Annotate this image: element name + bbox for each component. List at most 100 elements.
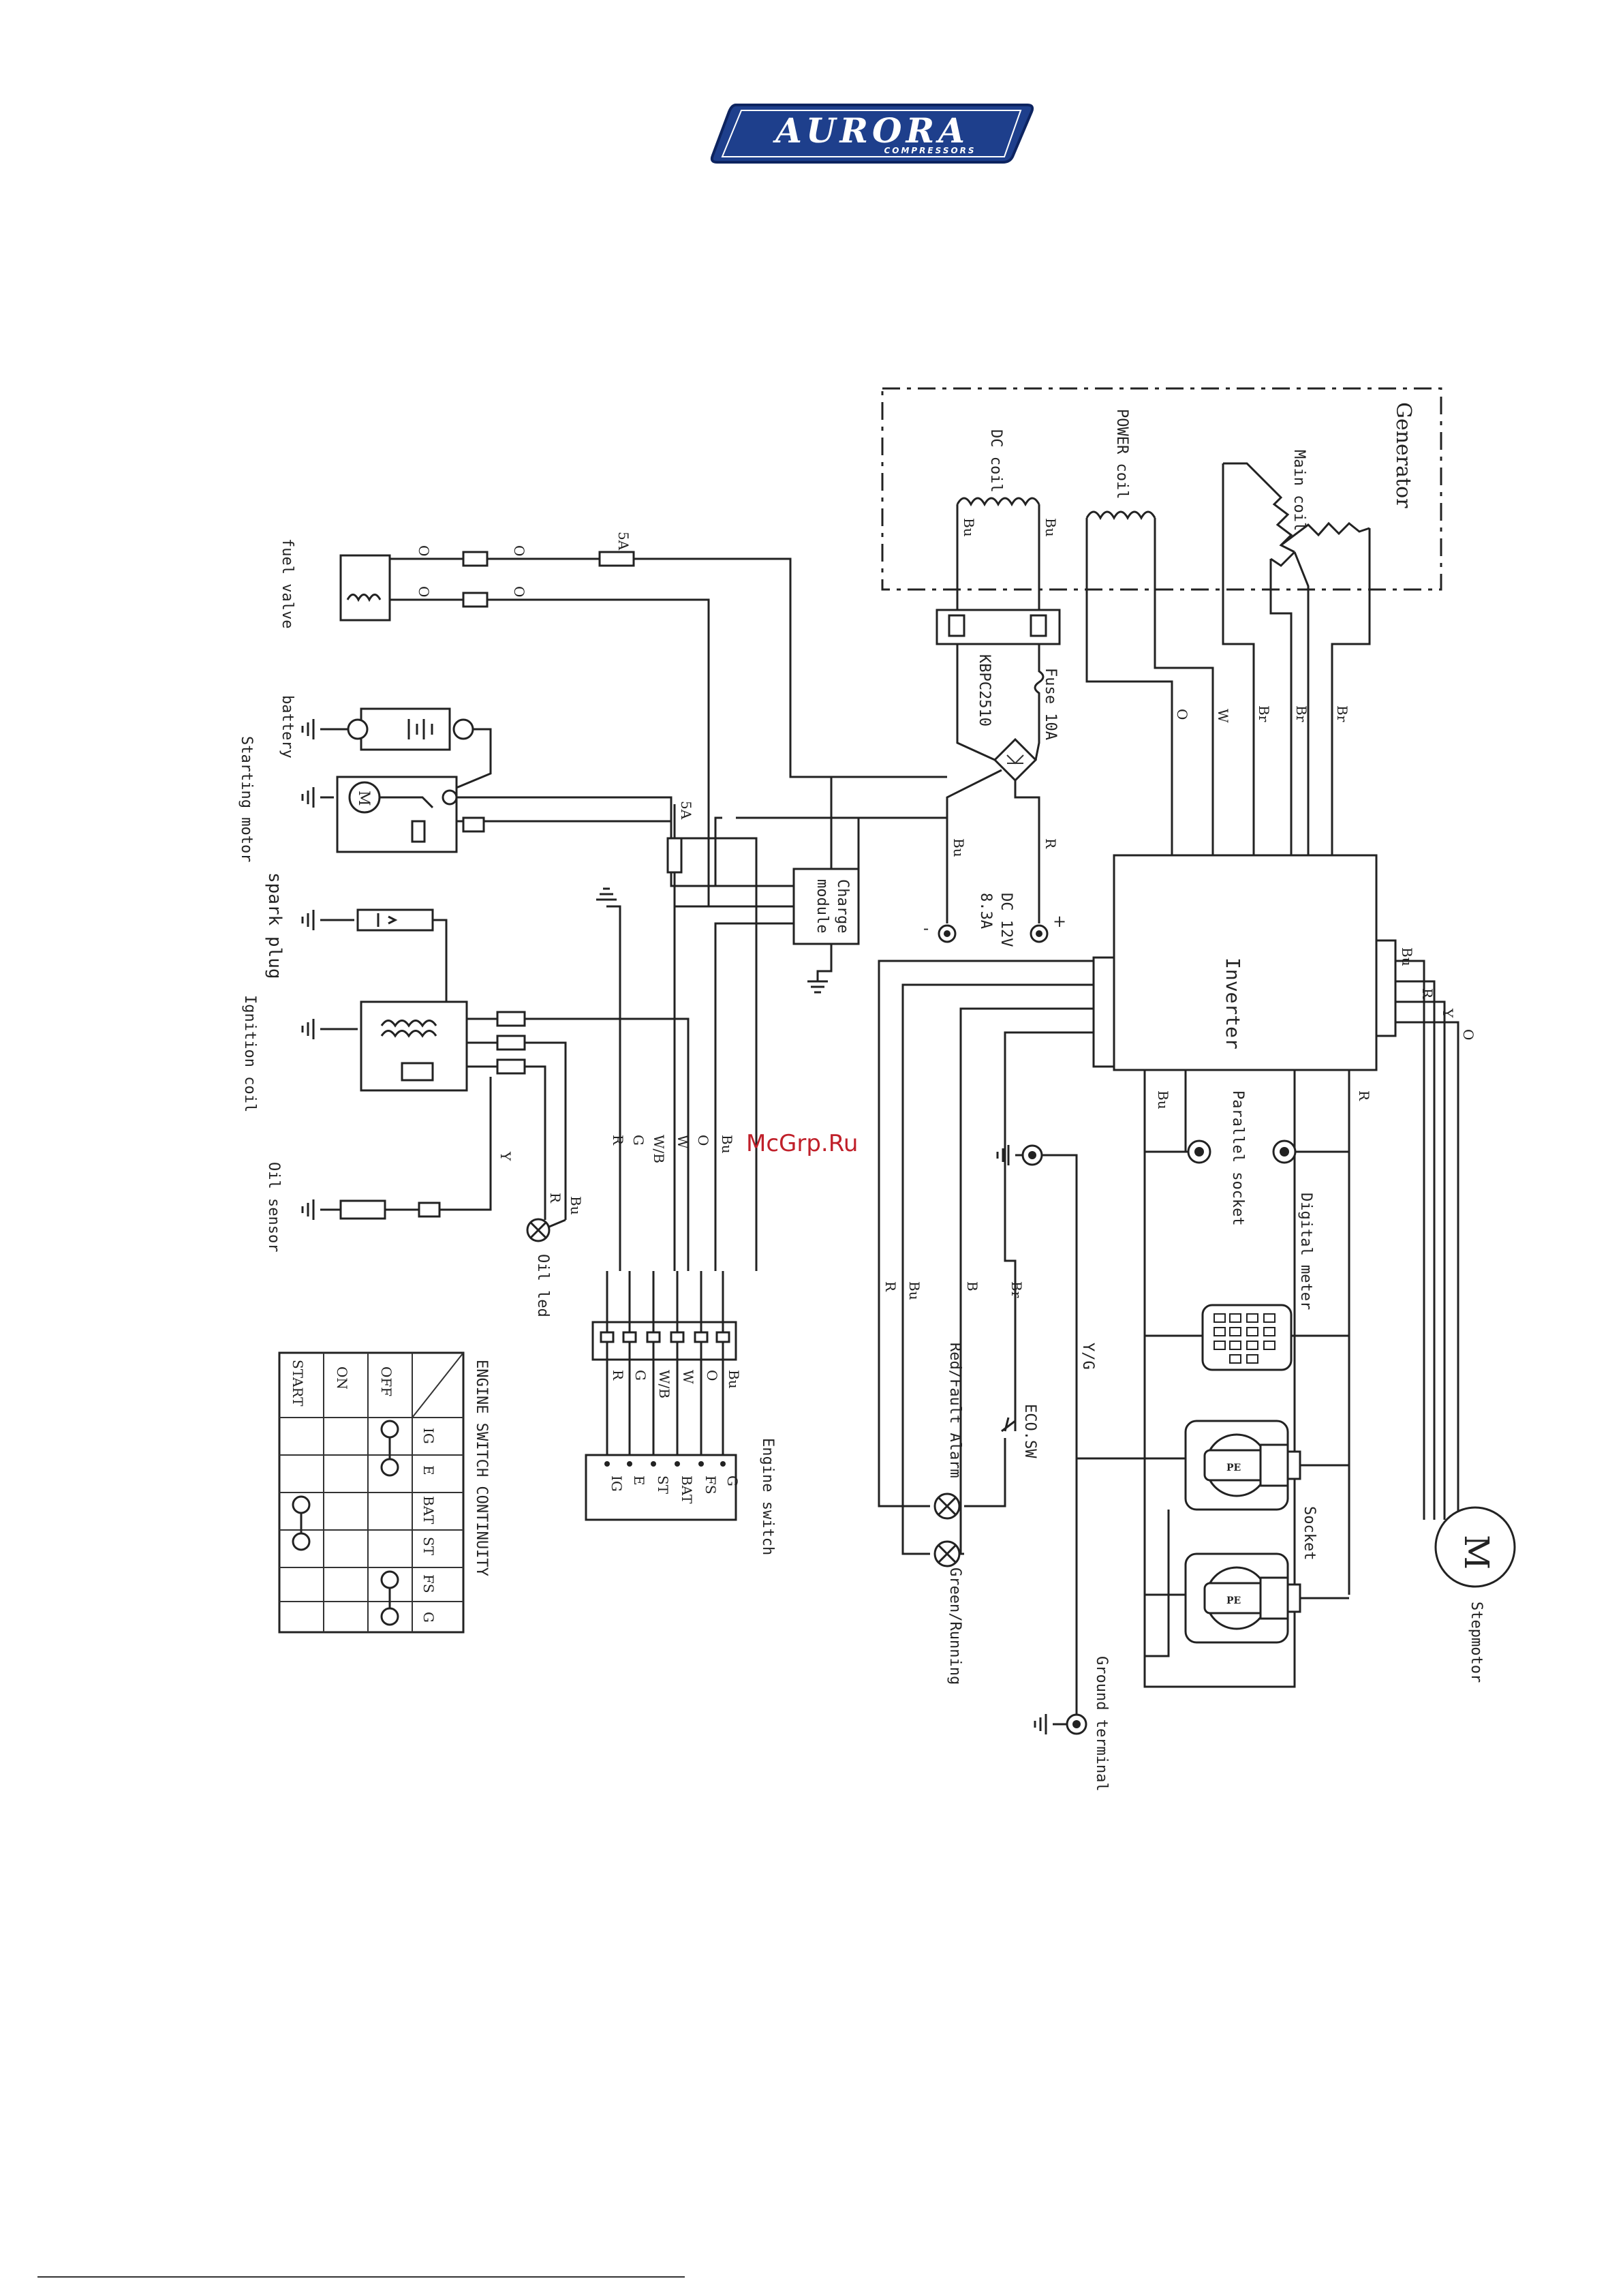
continuity-row-on: ON [334, 1366, 350, 1390]
generator-enclosure [881, 387, 1442, 591]
battery-body [360, 707, 451, 751]
watermark: McGrp.Ru [746, 1130, 859, 1157]
harness-wire-bu: Bu [719, 1135, 735, 1154]
inverter-box [1113, 854, 1378, 1071]
inverter-left-connector [1092, 956, 1115, 1068]
dc-coil-wire-bu-1: Bu [961, 518, 977, 537]
harness-bottom-bu: Bu [726, 1370, 742, 1389]
oil-sensor-connector [418, 1201, 441, 1218]
ign-wire-2 [525, 1041, 567, 1220]
dc-wire-r [1014, 780, 1040, 923]
fuel-valve-label: fuel valve [279, 538, 296, 628]
battery-label: battery [279, 695, 296, 759]
fuel-valve-connector-2 [462, 592, 489, 608]
logo-badge-shape [710, 104, 1034, 164]
inv-bottom-wire-r: R [1356, 1090, 1372, 1101]
oil-sensor-ground-icon [301, 1199, 341, 1220]
dc-current-label: 8.3A [977, 893, 994, 929]
red-fault-alarm-label: Red/Fault Alarm [946, 1343, 963, 1478]
ignition-ground-icon [301, 1019, 358, 1039]
ignition-coil-label: Ignition coil [241, 995, 258, 1112]
oil-led-label: Oil led [534, 1254, 551, 1317]
alarm-wire-b: B [964, 1281, 980, 1291]
continuity-table [278, 1351, 465, 1634]
gen-wire-o: O [1174, 709, 1190, 720]
fuse-5a-top-label: 5A [615, 532, 632, 551]
spark-plug-label: spark plug [264, 872, 285, 979]
stepmotor-label: Stepmotor [1468, 1602, 1485, 1683]
harness-wire-wb: W/B [651, 1135, 667, 1163]
starter-solenoid-terminal [442, 789, 458, 806]
charge-module [792, 868, 860, 945]
dc12v-label: DC 12V [998, 893, 1015, 947]
oil-wire-r: R [547, 1193, 563, 1204]
es-pin-fs: FS [702, 1475, 719, 1495]
socket-1: PE [1184, 1420, 1301, 1511]
charge-module-label-1: Charge [834, 879, 851, 933]
fv-pin-4: O [511, 586, 527, 597]
ign-wire-3 [525, 1065, 546, 1213]
charge-module-ground-wire [816, 944, 833, 981]
ign-connector-2 [496, 1035, 526, 1051]
inv-right-wire-bu: Bu [1399, 947, 1415, 966]
oil-sensor-label: Oil sensor [265, 1162, 282, 1252]
dc-coil-label: DC coil [987, 429, 1004, 493]
engine-switch-label: Engine switch [759, 1438, 776, 1555]
fv-pin-3: O [511, 545, 527, 556]
stepmotor-wires [1395, 960, 1459, 1520]
main-coil-label: Main coil [1290, 450, 1308, 531]
gen-wire-br-2: Br [1293, 705, 1310, 722]
starter-connector [462, 816, 485, 833]
plus-sign: + [1053, 912, 1066, 931]
continuity-title: ENGINE SWITCH CONTINUITY [473, 1360, 490, 1576]
fuse-10a-label: Fuse 10A [1042, 668, 1059, 740]
harness-bottom-wb: W/B [656, 1370, 673, 1398]
ign-connector-1 [496, 1011, 526, 1027]
main-coil-winding [1222, 462, 1371, 855]
dc-out-r: R [1042, 838, 1059, 849]
logo-subtitle: COMPRESSORS [884, 146, 976, 155]
harness-wire-o: O [695, 1135, 711, 1146]
footer-rule [37, 2276, 685, 2278]
ignition-coil-winding [380, 1020, 437, 1038]
starting-motor-m: M [355, 791, 372, 806]
charge-module-label-2: module [814, 879, 831, 933]
ground-icon-top [996, 1145, 1023, 1165]
dc-connector-pin-2 [1030, 614, 1047, 637]
inv-right-wire-r: R [1419, 988, 1436, 999]
oil-sensor-body [339, 1199, 386, 1220]
fuse-5a-mid [666, 837, 683, 874]
digital-meter-label: Digital meter [1297, 1193, 1314, 1310]
ground-icon-bottom [1034, 1714, 1067, 1734]
ground-icon [807, 980, 828, 994]
harness-connector [591, 1321, 737, 1361]
continuity-row-start: START [290, 1360, 306, 1407]
inverter-right-connector [1375, 939, 1397, 1037]
continuity-col-bat: BAT [420, 1496, 437, 1525]
es-pin-ig: IG [608, 1475, 625, 1492]
gen-wire-br-1: Br [1256, 705, 1272, 722]
ground-terminal-label: Ground terminal [1093, 1656, 1110, 1792]
continuity-col-g: G [420, 1612, 437, 1623]
dc-coil-winding [956, 497, 1040, 610]
gen-wire-w: W [1215, 709, 1231, 723]
bridge-rectifier [956, 644, 1040, 782]
oil-wire-y: Y [497, 1151, 514, 1161]
bus-wire-3 [714, 922, 794, 1271]
continuity-col-fs: FS [420, 1574, 437, 1593]
harness-ground-icon [596, 887, 621, 1271]
harness-wire-r: R [610, 1135, 626, 1146]
battery-ground-icon [301, 719, 348, 739]
ignition-module [401, 1062, 434, 1082]
aurora-logo: AURORA COMPRESSORS [709, 102, 1036, 165]
red-fault-alarm-lamp [933, 1493, 961, 1520]
harness-bottom-r: R [610, 1370, 626, 1381]
inv-right-wire-o: O [1460, 1029, 1477, 1040]
es-pin-g: G [724, 1475, 741, 1486]
fuse-5a-top [598, 551, 635, 567]
socket-label: Socket [1301, 1506, 1318, 1560]
oil-wire-bu: Bu [568, 1196, 584, 1215]
continuity-col-st: ST [420, 1537, 437, 1556]
